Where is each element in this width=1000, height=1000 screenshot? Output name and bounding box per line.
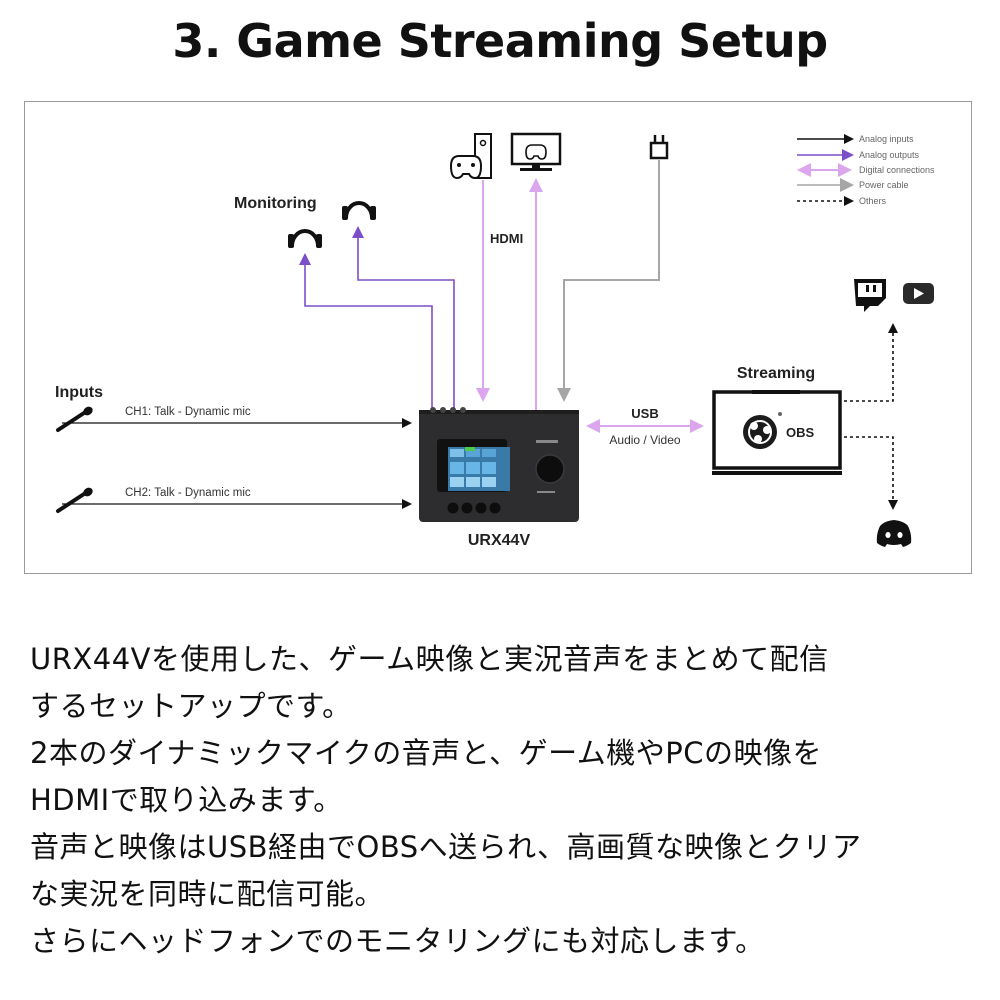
- description-line: 音声と映像はUSB経由でOBSへ送られ、高画質な映像とクリア: [30, 830, 862, 864]
- description-line: な実況を同時に配信可能。: [30, 877, 385, 911]
- obs-logo-icon: [743, 412, 782, 449]
- discord-line: [844, 436, 898, 510]
- twitch-icon: [854, 279, 886, 312]
- ch1-label: CH1: Talk - Dynamic mic: [125, 406, 251, 418]
- streaming-label: Streaming: [737, 365, 815, 382]
- page-title: 3. Game Streaming Setup: [172, 14, 828, 68]
- legend-label: Analog outputs: [859, 150, 920, 160]
- description-line: URX44Vを使用した、ゲーム映像と実況音声をまとめて配信: [30, 642, 829, 676]
- power-cable-line: [557, 160, 660, 402]
- legend-item-analog-outputs: Analog outputs: [797, 149, 920, 161]
- hdmi-label: HDMI: [490, 231, 523, 246]
- laptop-icon: [712, 390, 842, 475]
- description-line: 2本のダイナミックマイクの音声と、ゲーム機やPCの映像を: [30, 736, 822, 770]
- description-line: HDMIで取り込みます。: [30, 783, 343, 817]
- inputs-label: Inputs: [55, 384, 103, 401]
- headphones-icon: [288, 229, 322, 248]
- obs-label: OBS: [786, 425, 815, 440]
- description-line: さらにヘッドフォンでのモニタリングにも対応します。: [30, 924, 765, 958]
- legend-item-power-cable: Power cable: [797, 178, 909, 192]
- monitoring-label: Monitoring: [234, 195, 317, 212]
- device-label: URX44V: [468, 532, 531, 549]
- description-line: するセットアップです。: [30, 689, 352, 723]
- game-console-icon: [449, 133, 492, 180]
- legend-item-others: Others: [797, 196, 887, 206]
- legend-label: Analog inputs: [859, 134, 914, 144]
- monitoring-output-line-1: [299, 253, 433, 412]
- legend-label: Power cable: [859, 180, 909, 190]
- urx44v-device: [419, 407, 579, 522]
- discord-icon: [876, 520, 912, 547]
- monitoring-output-line-2: [352, 226, 455, 412]
- ch2-label: CH2: Talk - Dynamic mic: [125, 487, 251, 499]
- microphone-icon: [56, 487, 93, 513]
- legend-item-digital-connections: Digital connections: [797, 163, 935, 177]
- microphone-icon: [56, 406, 93, 432]
- youtube-icon: [903, 283, 934, 304]
- headphones-icon: [342, 201, 376, 220]
- legend-label: Others: [859, 196, 887, 206]
- power-plug-icon: [649, 135, 669, 160]
- usb-label: USB: [631, 406, 658, 421]
- description: URX44Vを使用した、ゲーム映像と実況音声をまとめて配信 するセットアップです…: [30, 636, 990, 965]
- legend: Analog inputs Analog outputs Digital con…: [797, 134, 935, 206]
- usb-sub-label: Audio / Video: [609, 433, 680, 447]
- legend-label: Digital connections: [859, 165, 935, 175]
- legend-item-analog-inputs: Analog inputs: [797, 134, 914, 144]
- monitor-icon: [510, 132, 562, 171]
- stream-upload-line: [844, 323, 898, 402]
